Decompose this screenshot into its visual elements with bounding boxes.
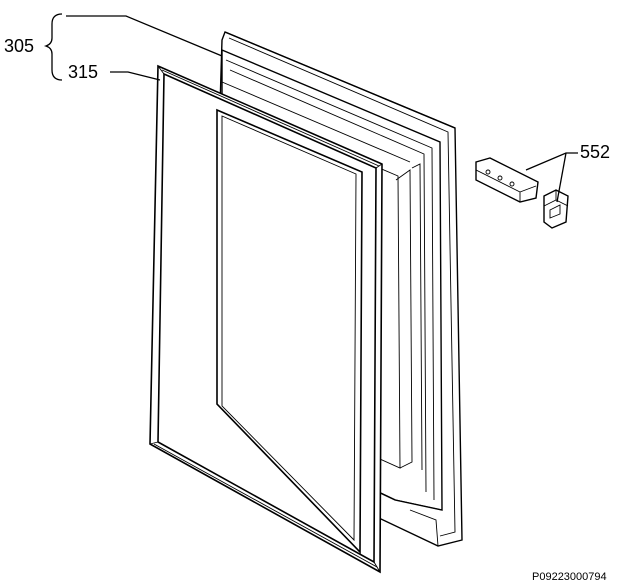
label-305: 305	[4, 36, 34, 56]
hinge-bracket	[475, 157, 539, 203]
leader-line-315	[110, 71, 161, 81]
door-gasket	[149, 64, 383, 574]
leader-line-305	[66, 15, 223, 57]
leader-line-552	[525, 152, 578, 171]
leader-line-552-b	[556, 152, 567, 203]
label-315: 315	[68, 62, 98, 82]
label-552: 552	[580, 142, 610, 162]
drawing-code: P09223000794	[532, 571, 607, 583]
grouping-brace	[43, 13, 63, 81]
hinge-pin-block	[543, 189, 569, 229]
